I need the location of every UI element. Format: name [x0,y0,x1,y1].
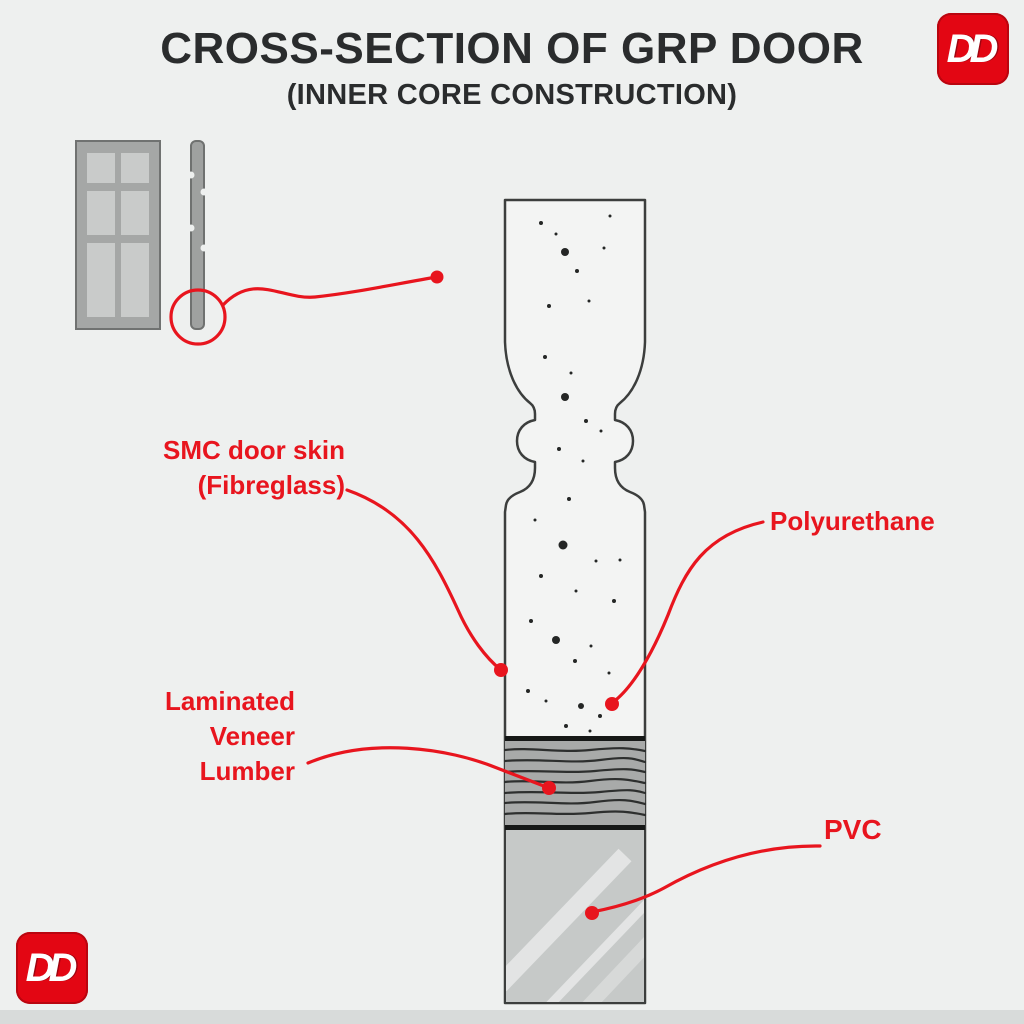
smc-label-line2: (Fibreglass) [197,470,345,500]
lvl-label-line3: Lumber [199,756,295,786]
profile-leader-line [221,275,439,307]
pvc-label: PVC [824,814,882,845]
footer-strip [0,1010,1024,1024]
laminated-veneer-lumber-label: Laminated Veneer Lumber [85,684,295,789]
leader-lines [306,488,822,914]
lvl-leader-dot [542,781,556,795]
lvl-label-line2: Veneer [209,721,295,751]
profile-leader-dot [430,270,444,284]
foam-speckles [526,214,622,733]
pvc-sheen-stripes [506,848,644,1002]
lvl-grain-lines [503,747,647,817]
door-cross-section [503,198,647,1005]
smc-label-line1: SMC door skin [162,435,345,465]
lvl-band [503,736,647,830]
smc-door-skin-label: SMC door skin (Fibreglass) [130,433,345,503]
profile-highlight-circle [169,288,227,346]
brand-logo-bottom-left: DD [16,932,88,1004]
polyurethane-label: Polyurethane [770,506,935,536]
smc-leader-line [345,488,503,672]
leader-dots [494,663,619,920]
door-front-thumbnail [75,140,161,330]
brand-logo-text: DD [946,26,999,71]
lvl-label-line1: Laminated [164,686,295,716]
pvc-leader-dot [585,906,599,920]
header: CROSS-SECTION OF GRP DOOR (INNER CORE CO… [0,24,1024,112]
door-panels [87,153,149,317]
polyurethane-leader-dot [605,697,619,711]
pvc-section [506,830,644,1002]
pvc-leader-line [590,844,822,914]
polyurethane-leader-line [610,520,765,705]
page-title: CROSS-SECTION OF GRP DOOR [160,24,864,73]
door-profile-thumbnail [187,140,208,330]
smc-leader-dot [494,663,508,677]
page-subtitle: (INNER CORE CONSTRUCTION) [286,79,738,111]
lvl-leader-line [306,746,551,790]
brand-logo-top-right: DD [937,13,1009,85]
brand-logo-text: DD [25,945,78,990]
profile-highlight [169,275,439,346]
